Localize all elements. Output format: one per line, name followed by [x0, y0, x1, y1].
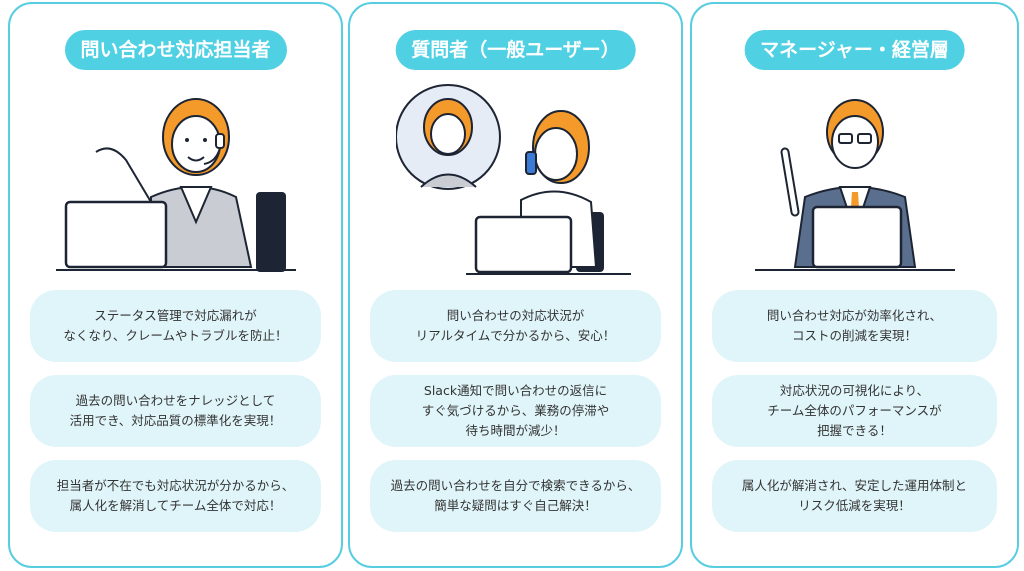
benefit-box: 属人化が解消され、安定した運用体制と リスク低減を実現！	[712, 460, 997, 532]
column-title: マネージャー・経営層	[744, 30, 965, 70]
benefit-box: 問い合わせ対応が効率化され、 コストの削減を実現！	[712, 290, 997, 362]
benefit-box: 過去の問い合わせをナレッジとして 活用でき、対応品質の標準化を実現！	[30, 375, 321, 447]
user-on-phone-icon	[350, 82, 681, 282]
column-title: 質問者（一般ユーザー）	[395, 30, 636, 70]
column-title: 問い合わせ対応担当者	[64, 30, 287, 70]
benefit-box: 対応状況の可視化により、 チーム全体のパフォーマンスが 把握できる！	[712, 375, 997, 447]
benefit-box: Slack通知で問い合わせの返信に すぐ気づけるから、業務の停滞や 待ち時間が減…	[370, 375, 661, 447]
benefit-box: 問い合わせの対応状況が リアルタイムで分かるから、安心！	[370, 290, 661, 362]
benefit-box: ステータス管理で対応漏れが なくなり、クレームやトラブルを防止！	[30, 290, 321, 362]
support-agent-with-headset-icon	[10, 82, 341, 282]
panel-general-user: 質問者（一般ユーザー） 問い合わせの対応状況が リアルタイムで分かるから、安心！…	[348, 2, 683, 568]
benefit-box: 過去の問い合わせを自分で検索できるから、 簡単な疑問はすぐ自己解決！	[370, 460, 661, 532]
manager-icon	[692, 82, 1017, 282]
benefit-box: 担当者が不在でも対応状況が分かるから、 属人化を解消してチーム全体で対応！	[30, 460, 321, 532]
panel-manager: マネージャー・経営層 問い合わせ対応が効率化され、 コストの削減を実現！ 対応状…	[690, 2, 1019, 568]
panel-support-agent: 問い合わせ対応担当者 ステータス管理で対応漏れが なくなり、クレームやトラブルを…	[8, 2, 343, 568]
